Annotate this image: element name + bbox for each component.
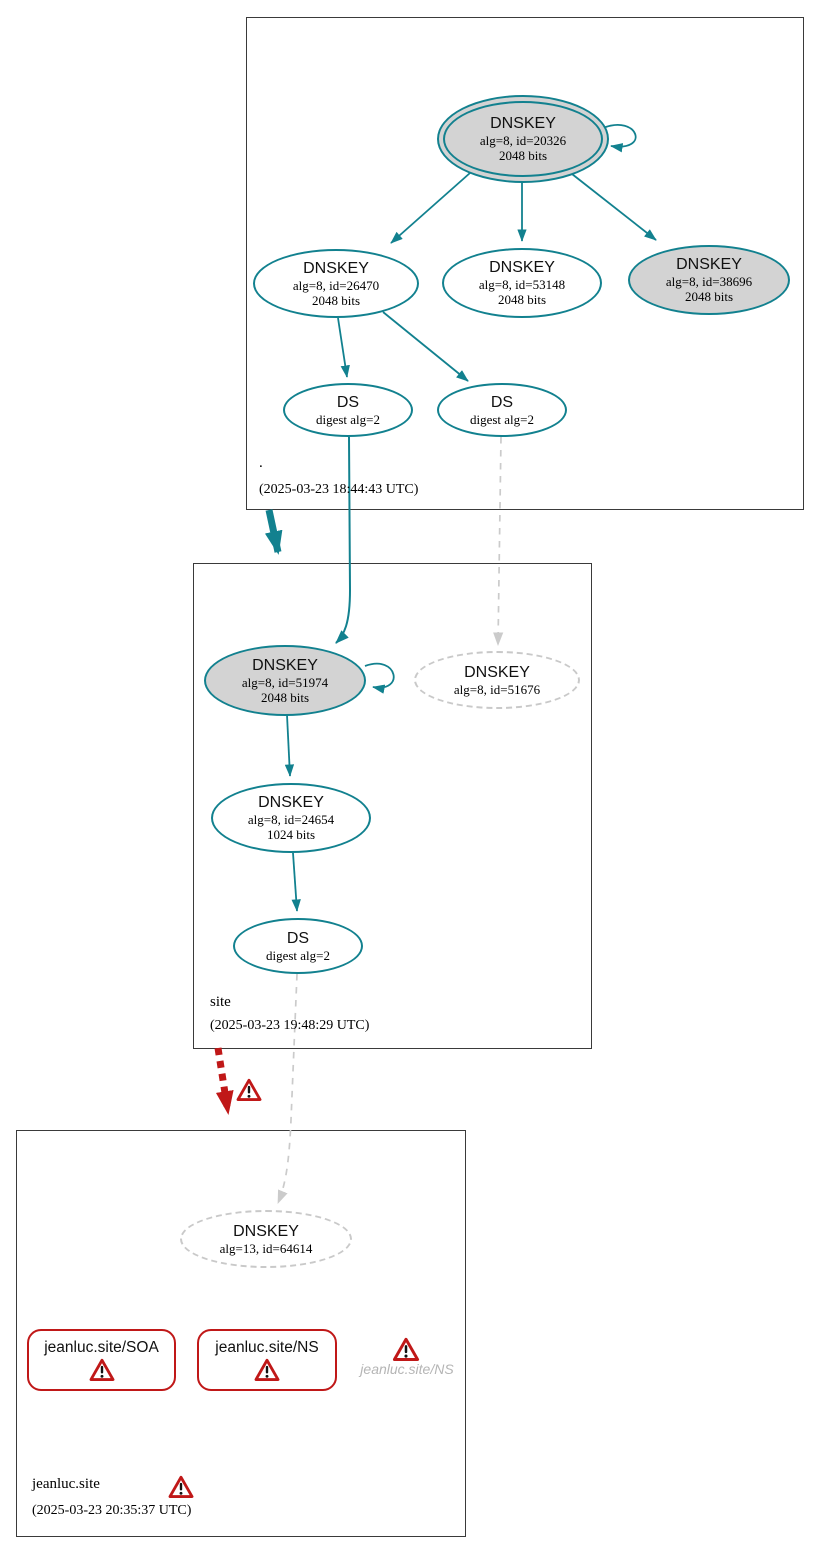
- node-bits-label: 2048 bits: [260, 689, 310, 705]
- node-attrs-label: alg=8, id=24654: [247, 812, 335, 827]
- node-attrs-label: alg=13, id=64614: [219, 1240, 313, 1256]
- dnskey-51676-node[interactable]: DNSKEY alg=8, id=51676: [414, 651, 580, 709]
- dnskey-20326-inner-ellipse: DNSKEY alg=8, id=20326 2048 bits: [443, 101, 603, 177]
- dnskey-26470-node[interactable]: DNSKEY alg=8, id=26470 2048 bits: [253, 249, 419, 318]
- edge-site-ds-to-dnskey64614: [277, 973, 298, 1204]
- rrset-jeanluc-site-ns[interactable]: jeanluc.site/NS: [197, 1329, 337, 1391]
- rrset-label: jeanluc.site/SOA: [44, 1338, 159, 1356]
- node-bits-label: 2048 bits: [684, 289, 734, 304]
- warning-icon: [89, 1358, 114, 1381]
- edge-zsk26470-to-ds1: [337, 317, 350, 378]
- node-type-label: DNSKEY: [676, 256, 742, 273]
- edge-bogus-delegation-site-to-jeanluc: [214, 1047, 234, 1115]
- zone-timestamp-root: (2025-03-23 18:44:43 UTC): [259, 482, 419, 497]
- rrset-label: jeanluc.site/NS: [215, 1338, 319, 1356]
- ghost-rrset-label-jeanluc-site-ns: jeanluc.site/NS: [360, 1361, 454, 1377]
- zone-name-jeanluc-site: jeanluc.site: [32, 1476, 100, 1492]
- node-type-label: DNSKEY: [233, 1222, 299, 1240]
- node-attrs-label: digest alg=2: [469, 411, 535, 427]
- node-type-label: DNSKEY: [489, 259, 555, 276]
- edge-ksk20326-selfloop: [602, 124, 637, 153]
- warning-icon[interactable]: [236, 1078, 262, 1102]
- site-ds-node[interactable]: DS digest alg=2: [233, 918, 363, 974]
- node-type-label: DNSKEY: [258, 794, 324, 811]
- node-bits-label: 2048 bits: [497, 292, 547, 307]
- zone-name-site: site: [210, 994, 231, 1010]
- warning-icon[interactable]: [392, 1337, 420, 1362]
- zone-box-root: [246, 17, 804, 510]
- rrset-jeanluc-site-soa[interactable]: jeanluc.site/SOA: [27, 1329, 176, 1391]
- edge-secure-delegation-root-to-site: [264, 509, 283, 555]
- dnskey-64614-node[interactable]: DNSKEY alg=13, id=64614: [180, 1210, 352, 1268]
- node-bits-label: 1024 bits: [266, 827, 316, 842]
- node-attrs-label: alg=8, id=20326: [479, 133, 567, 148]
- zone-timestamp-site: (2025-03-23 19:48:29 UTC): [210, 1018, 370, 1033]
- node-type-label: DNSKEY: [303, 259, 369, 277]
- node-type-label: DS: [490, 393, 514, 411]
- dnskey-20326-node[interactable]: DNSKEY alg=8, id=20326 2048 bits: [437, 95, 609, 183]
- dnskey-24654-node[interactable]: DNSKEY alg=8, id=24654 1024 bits: [211, 783, 371, 853]
- edge-ksk51974-selfloop: [364, 663, 395, 694]
- node-attrs-label: alg=8, id=51676: [453, 681, 541, 697]
- zone-box-site: [193, 563, 592, 1049]
- node-attrs-label: alg=8, id=26470: [292, 277, 380, 293]
- node-attrs-label: digest alg=2: [315, 411, 381, 427]
- edge-ksk51974-to-zsk24654: [284, 714, 295, 777]
- edge-ds2-to-dnskey51676: [493, 436, 504, 647]
- dnskey-38696-node[interactable]: DNSKEY alg=8, id=38696 2048 bits: [628, 245, 790, 315]
- warning-icon: [254, 1358, 280, 1381]
- dnskey-51974-node[interactable]: DNSKEY alg=8, id=51974 2048 bits: [204, 645, 366, 716]
- node-type-label: DS: [336, 393, 360, 411]
- edge-ds1-to-ksk51974: [335, 436, 352, 644]
- node-attrs-label: alg=8, id=53148: [478, 277, 566, 292]
- node-type-label: DNSKEY: [252, 656, 318, 674]
- node-bits-label: 2048 bits: [311, 292, 361, 308]
- dnskey-53148-node[interactable]: DNSKEY alg=8, id=53148 2048 bits: [442, 248, 602, 318]
- zone-name-root: .: [259, 455, 263, 471]
- warning-icon[interactable]: [168, 1475, 194, 1499]
- node-attrs-label: alg=8, id=38696: [665, 274, 753, 289]
- edge-zsk26470-to-ds2: [382, 311, 469, 382]
- node-type-label: DS: [286, 929, 310, 947]
- node-type-label: DNSKEY: [464, 663, 530, 681]
- edge-zsk24654-to-ds: [291, 852, 301, 912]
- node-attrs-label: digest alg=2: [265, 947, 331, 963]
- node-attrs-label: alg=8, id=51974: [241, 674, 329, 690]
- zone-box-jeanluc-site: [16, 1130, 466, 1537]
- edge-ksk20326-to-ksk38696: [571, 173, 657, 241]
- edge-ksk20326-to-zsk26470: [390, 172, 471, 244]
- node-bits-label: 2048 bits: [498, 148, 548, 163]
- ds-node-2[interactable]: DS digest alg=2: [437, 383, 567, 437]
- zone-timestamp-jeanluc-site: (2025-03-23 20:35:37 UTC): [32, 1503, 192, 1518]
- ds-node-1[interactable]: DS digest alg=2: [283, 383, 413, 437]
- node-type-label: DNSKEY: [490, 115, 556, 132]
